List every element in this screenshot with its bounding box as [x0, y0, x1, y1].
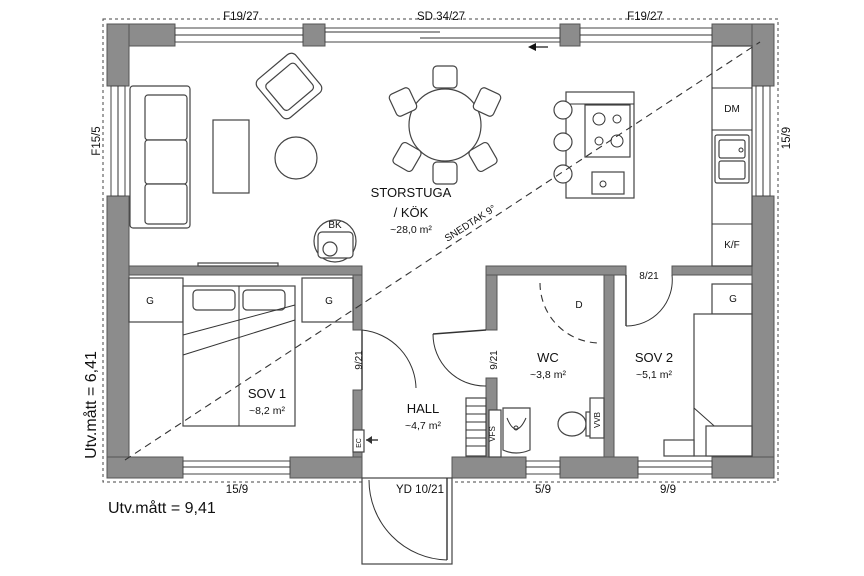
vfs-label: VFS [488, 426, 497, 442]
dining-chairs [388, 65, 502, 185]
wardrobe-label-sov1-right: G [325, 296, 333, 307]
height-dimension-label: Utv.mått = 6,41 [82, 351, 100, 459]
opening-top-center: SD 34/27 [417, 11, 465, 23]
opening-bottom-wc: 5/9 [535, 484, 551, 496]
wc-fixtures [488, 397, 605, 458]
living-furniture [129, 52, 502, 267]
electric-panel-label: EC [356, 438, 363, 448]
fridge-label: K/F [724, 240, 740, 251]
room-wc-name: WC [537, 350, 559, 365]
room-storstuga-area: ~28,0 m² [390, 224, 432, 236]
roof-slope-line [124, 41, 761, 461]
room-sov1-area: ~8,2 m² [249, 405, 285, 417]
opening-top-left: F19/27 [223, 11, 259, 23]
sov1-furniture [128, 277, 354, 427]
wardrobe-label-sov1-left: G [146, 296, 154, 307]
room-sov1-name: SOV 1 [248, 386, 286, 401]
opening-bottom-sov1: 15/9 [226, 484, 248, 496]
room-hall-name: HALL [407, 401, 440, 416]
opening-right: 15/9 [781, 127, 793, 149]
opening-bottom-sov2: 9/9 [660, 484, 676, 496]
width-dimension-label: Utv.mått = 9,41 [108, 499, 216, 517]
stove-label: BK [328, 220, 342, 231]
doors [361, 274, 673, 565]
dishwasher-label: DM [724, 104, 740, 115]
door-sov2-label: 8/21 [639, 271, 659, 282]
kitchen [553, 45, 753, 267]
room-storstuga-name-1: STORSTUGA [371, 185, 452, 200]
door-wc-label: 9/21 [489, 350, 500, 370]
room-storstuga-name-2: / KÖK [394, 205, 429, 220]
opening-bottom-entry: YD 10/21 [396, 484, 444, 496]
shower-drain-label: D [575, 300, 582, 311]
entry-arrow [528, 43, 548, 51]
windows [110, 27, 771, 475]
room-sov2-name: SOV 2 [635, 350, 673, 365]
room-wc-area: ~3,8 m² [530, 369, 566, 381]
roof-slope-label: SNEDTAK 9° [443, 203, 498, 244]
wardrobe-label-sov2: G [729, 294, 737, 305]
outer-dimension-frame [102, 18, 779, 483]
hall-items [352, 397, 487, 457]
room-hall-area: ~4,7 m² [405, 420, 441, 432]
opening-top-right: F19/27 [627, 11, 663, 23]
water-heater-label: VVB [593, 412, 602, 428]
sov2-furniture [663, 283, 753, 457]
room-sov2-area: ~5,1 m² [636, 369, 672, 381]
door-sov1-label: 9/21 [354, 350, 365, 370]
opening-left: F15/5 [91, 126, 103, 155]
